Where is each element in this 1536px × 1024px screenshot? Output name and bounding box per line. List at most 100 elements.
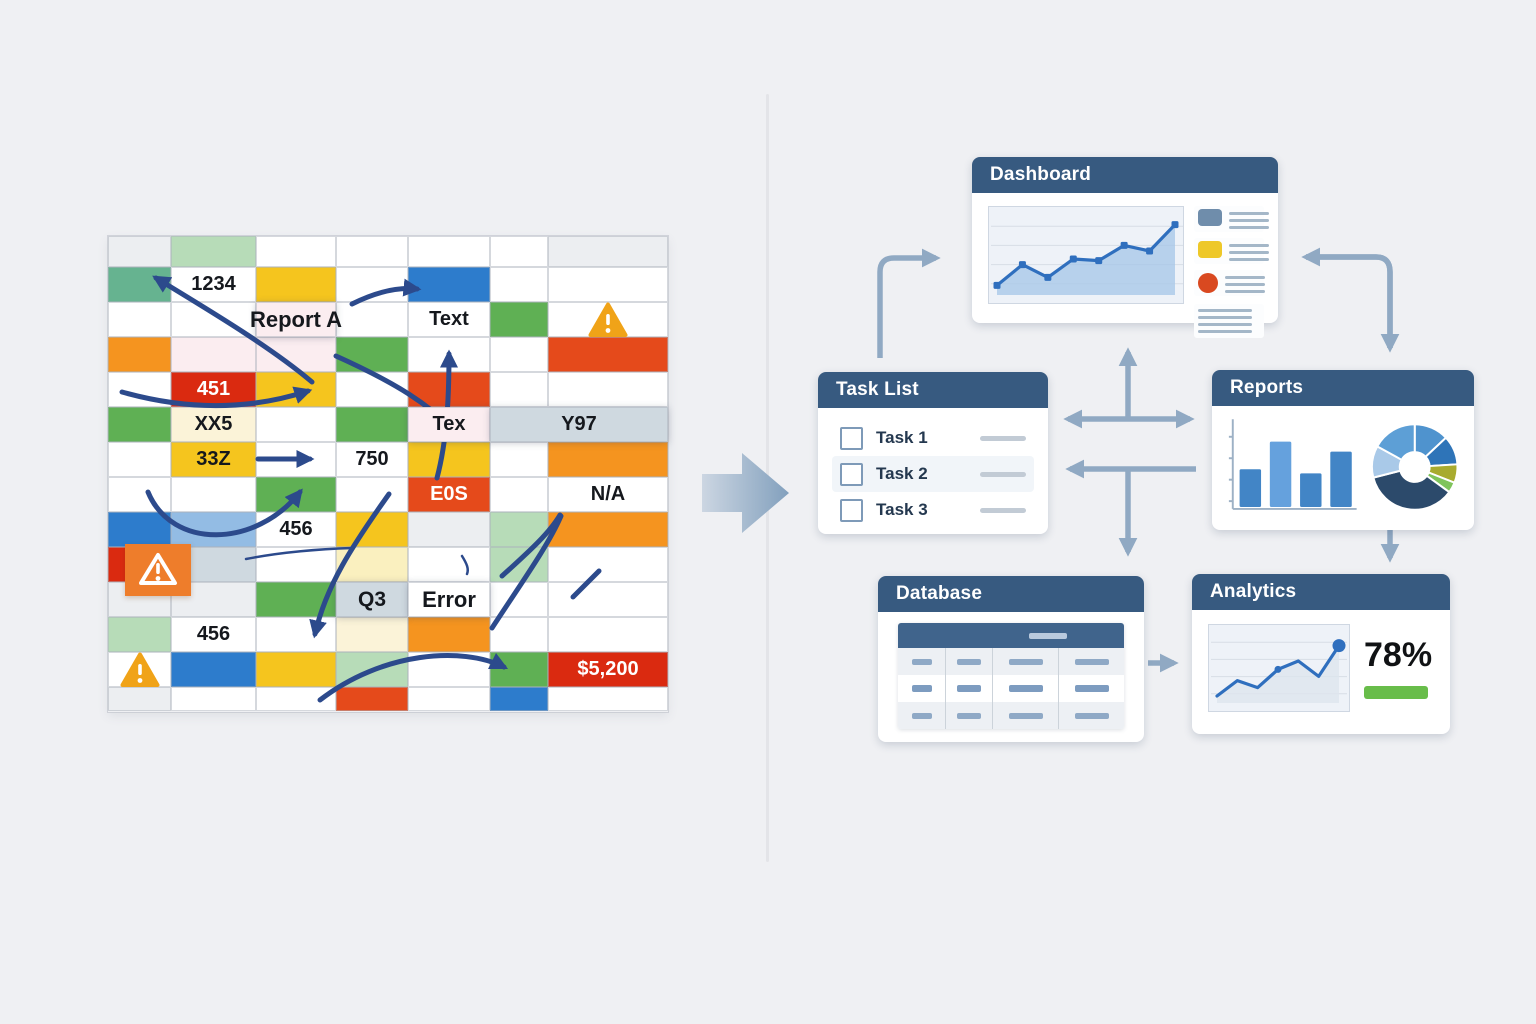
- sheet-cell[interactable]: [490, 372, 548, 407]
- sheet-cell[interactable]: [336, 337, 408, 372]
- sheet-cell[interactable]: XX5: [171, 407, 256, 442]
- sheet-cell[interactable]: $5,200: [548, 652, 668, 687]
- sheet-cell[interactable]: [171, 512, 256, 547]
- task-checkbox[interactable]: [840, 462, 863, 486]
- sheet-cell[interactable]: [336, 407, 408, 442]
- sheet-cell[interactable]: [490, 477, 548, 512]
- task-row[interactable]: Task 3: [832, 492, 1034, 528]
- task-checkbox[interactable]: [840, 426, 863, 450]
- sheet-cell[interactable]: [108, 407, 171, 442]
- sheet-cell[interactable]: [256, 442, 336, 477]
- sheet-cell[interactable]: [548, 617, 668, 652]
- sheet-cell[interactable]: 456: [256, 512, 336, 547]
- sheet-cell[interactable]: [408, 372, 490, 407]
- sheet-cell[interactable]: [256, 267, 336, 302]
- sheet-cell[interactable]: [548, 302, 668, 337]
- sheet-cell[interactable]: [548, 512, 668, 547]
- sheet-cell[interactable]: [108, 477, 171, 512]
- task-row[interactable]: Task 2: [832, 456, 1034, 492]
- sheet-cell[interactable]: Text: [408, 302, 490, 337]
- sheet-cell[interactable]: [108, 337, 171, 372]
- sheet-cell[interactable]: N/A: [548, 477, 668, 512]
- sheet-cell[interactable]: 451: [171, 372, 256, 407]
- sheet-cell[interactable]: [490, 512, 548, 547]
- sheet-cell[interactable]: [171, 687, 256, 711]
- sheet-cell[interactable]: [171, 236, 256, 267]
- sheet-cell[interactable]: [408, 267, 490, 302]
- sheet-cell[interactable]: [336, 652, 408, 687]
- sheet-cell[interactable]: Y97: [490, 407, 668, 442]
- sheet-cell[interactable]: Q3: [336, 582, 408, 617]
- sheet-cell[interactable]: 1234: [171, 267, 256, 302]
- sheet-cell[interactable]: [548, 267, 668, 302]
- sheet-cell[interactable]: [171, 477, 256, 512]
- sheet-cell[interactable]: [408, 442, 490, 477]
- sheet-cell[interactable]: [408, 617, 490, 652]
- sheet-cell[interactable]: [336, 236, 408, 267]
- task-row[interactable]: Task 1: [832, 420, 1034, 456]
- sheet-cell[interactable]: [490, 442, 548, 477]
- sheet-cell[interactable]: [490, 582, 548, 617]
- sheet-cell[interactable]: [408, 236, 490, 267]
- sheet-cell[interactable]: [408, 687, 490, 711]
- sheet-cell[interactable]: [490, 617, 548, 652]
- sheet-cell[interactable]: [490, 302, 548, 337]
- sheet-cell[interactable]: [256, 617, 336, 652]
- sheet-cell[interactable]: [336, 372, 408, 407]
- sheet-cell[interactable]: E0S: [408, 477, 490, 512]
- sheet-cell[interactable]: [548, 547, 668, 582]
- sheet-cell[interactable]: [408, 512, 490, 547]
- sheet-cell[interactable]: [256, 652, 336, 687]
- sheet-cell[interactable]: [408, 652, 490, 687]
- sheet-cell[interactable]: [108, 267, 171, 302]
- sheet-cell[interactable]: [171, 337, 256, 372]
- sheet-cell[interactable]: [408, 337, 490, 372]
- sheet-cell[interactable]: [256, 477, 336, 512]
- task-checkbox[interactable]: [840, 498, 863, 522]
- sheet-cell[interactable]: [108, 372, 171, 407]
- sheet-cell[interactable]: [336, 512, 408, 547]
- sheet-cell[interactable]: [256, 407, 336, 442]
- sheet-cell[interactable]: [490, 236, 548, 267]
- sheet-cell[interactable]: [108, 442, 171, 477]
- sheet-cell[interactable]: [108, 544, 191, 596]
- sheet-cell[interactable]: Report A: [250, 302, 342, 337]
- sheet-cell[interactable]: [108, 302, 171, 337]
- sheet-cell[interactable]: 456: [171, 617, 256, 652]
- sheet-cell[interactable]: [108, 652, 171, 687]
- sheet-cell[interactable]: [490, 652, 548, 687]
- sheet-cell[interactable]: [548, 687, 668, 711]
- sheet-cell[interactable]: [548, 442, 668, 477]
- sheet-cell[interactable]: [336, 687, 408, 711]
- sheet-cell[interactable]: [108, 512, 171, 547]
- sheet-cell[interactable]: [336, 617, 408, 652]
- sheet-cell[interactable]: [336, 477, 408, 512]
- sheet-cell[interactable]: [336, 302, 408, 337]
- sheet-cell[interactable]: 33Z: [171, 442, 256, 477]
- sheet-cell[interactable]: [108, 236, 171, 267]
- sheet-cell[interactable]: [256, 337, 336, 372]
- sheet-cell[interactable]: [548, 337, 668, 372]
- sheet-cell[interactable]: [548, 372, 668, 407]
- sheet-cell[interactable]: [490, 337, 548, 372]
- sheet-cell[interactable]: [171, 652, 256, 687]
- sheet-cell[interactable]: [256, 582, 336, 617]
- sheet-cell[interactable]: [490, 547, 548, 582]
- sheet-cell[interactable]: [336, 547, 408, 582]
- sheet-cell[interactable]: 750: [336, 442, 408, 477]
- sheet-cell[interactable]: [490, 687, 548, 711]
- sheet-cell[interactable]: [256, 547, 336, 582]
- sheet-cell[interactable]: [548, 582, 668, 617]
- sheet-cell[interactable]: [256, 236, 336, 267]
- sheet-cell[interactable]: [108, 687, 171, 711]
- sheet-cell[interactable]: [490, 267, 548, 302]
- sheet-cell[interactable]: Tex: [408, 407, 490, 442]
- sheet-cell[interactable]: Error: [408, 582, 490, 617]
- sheet-cell[interactable]: [256, 687, 336, 711]
- sheet-cell[interactable]: [256, 372, 336, 407]
- sheet-cell[interactable]: [336, 267, 408, 302]
- sheet-cell[interactable]: [548, 236, 668, 267]
- sheet-cell[interactable]: [108, 617, 171, 652]
- sheet-cell[interactable]: [171, 302, 256, 337]
- sheet-cell[interactable]: [408, 547, 490, 582]
